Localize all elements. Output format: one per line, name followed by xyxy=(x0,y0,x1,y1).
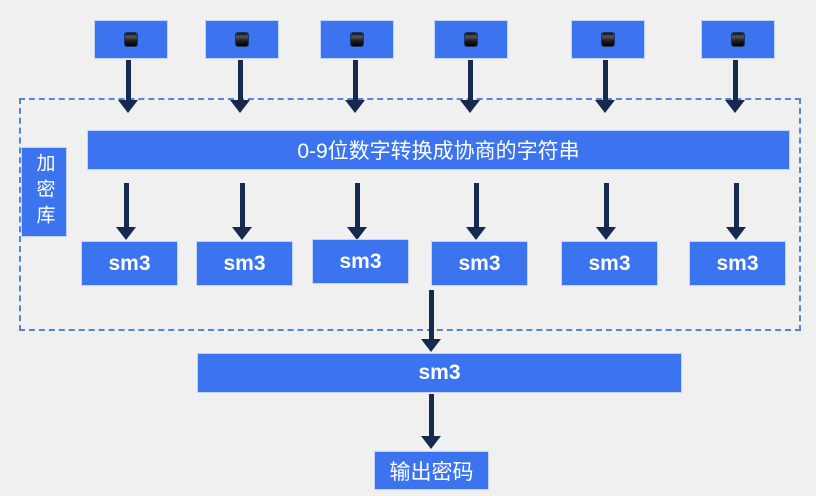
arrow-down-icon xyxy=(118,60,138,113)
key-button-icon xyxy=(236,33,248,46)
arrow-down-icon xyxy=(595,60,615,113)
sm3-hash-box: sm3 xyxy=(561,241,658,286)
arrow-down-icon xyxy=(230,60,250,113)
arrow-down-icon xyxy=(347,183,367,240)
input-key-box xyxy=(571,20,645,59)
arrow-down-icon xyxy=(232,183,252,240)
input-key-box xyxy=(434,20,508,59)
final-sm3-bar: sm3 xyxy=(197,353,682,393)
arrow-down-icon xyxy=(725,60,745,113)
arrow-down-icon xyxy=(345,60,365,113)
digit-conversion-bar: 0-9位数字转换成协商的字符串 xyxy=(87,130,790,170)
input-key-box xyxy=(701,20,775,59)
arrow-down-icon xyxy=(596,183,616,240)
sm3-hash-box: sm3 xyxy=(196,241,293,286)
input-key-box xyxy=(94,20,168,59)
encryption-library-label: 加密库 xyxy=(21,147,67,237)
arrow-down-icon xyxy=(421,290,441,352)
arrow-down-icon xyxy=(726,183,746,240)
key-button-icon xyxy=(602,33,614,46)
key-button-icon xyxy=(732,33,744,46)
key-button-icon xyxy=(465,33,477,46)
arrow-down-icon xyxy=(466,183,486,240)
encryption-library-boundary xyxy=(19,98,801,331)
key-button-icon xyxy=(125,33,137,46)
output-password-box: 输出密码 xyxy=(374,451,489,490)
arrow-down-icon xyxy=(421,394,441,449)
input-key-box xyxy=(205,20,279,59)
input-key-box xyxy=(320,20,394,59)
sm3-hash-box: sm3 xyxy=(312,239,409,284)
sm3-hash-box: sm3 xyxy=(81,241,178,286)
sm3-hash-box: sm3 xyxy=(689,241,786,286)
arrow-down-icon xyxy=(460,60,480,113)
key-button-icon xyxy=(351,33,363,46)
sm3-hash-box: sm3 xyxy=(431,241,528,286)
arrow-down-icon xyxy=(116,183,136,240)
